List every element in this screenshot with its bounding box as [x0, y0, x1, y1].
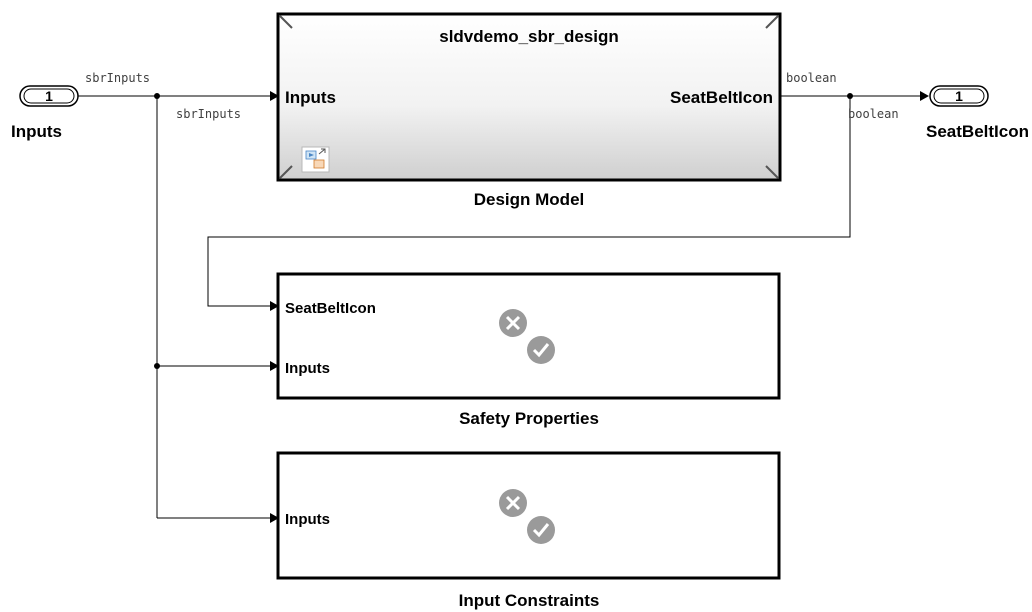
- design-model-title: sldvdemo_sbr_design: [439, 27, 619, 46]
- safety-port-inputs: Inputs: [285, 360, 330, 377]
- verification-status-icon: [499, 309, 555, 364]
- input-constraints-caption: Input Constraints: [459, 591, 600, 610]
- inport-label: Inputs: [11, 122, 62, 141]
- inport-number: 1: [45, 88, 53, 104]
- safety-port-seatbelticon: SeatBeltIcon: [285, 300, 376, 317]
- outport-label: SeatBeltIcon: [926, 122, 1029, 141]
- inport-block[interactable]: 1: [19, 85, 79, 107]
- design-model-caption: Design Model: [474, 190, 585, 209]
- safety-properties-caption: Safety Properties: [459, 409, 599, 428]
- design-model-port-inputs: Inputs: [285, 88, 336, 107]
- signal-lines: [78, 91, 929, 523]
- design-model-block[interactable]: sldvdemo_sbr_design Inputs SeatBeltIcon: [276, 12, 782, 182]
- verification-status-icon: [499, 489, 555, 544]
- constraints-port-inputs: Inputs: [285, 511, 330, 528]
- input-constraints-block[interactable]: Inputs: [276, 451, 781, 580]
- safety-properties-block[interactable]: SeatBeltIcon Inputs: [276, 272, 781, 400]
- signal-label-boolean-left: boolean: [786, 71, 837, 85]
- model-reference-icon[interactable]: [301, 146, 330, 173]
- signal-label-sbrinputs-right: sbrInputs: [176, 107, 241, 121]
- signal-label-boolean-right: boolean: [848, 107, 899, 121]
- signal-label-sbrinputs-left: sbrInputs: [85, 71, 150, 85]
- outport-block[interactable]: 1: [929, 85, 989, 107]
- outport-number: 1: [955, 88, 963, 104]
- design-model-port-seatbelticon: SeatBeltIcon: [670, 88, 773, 107]
